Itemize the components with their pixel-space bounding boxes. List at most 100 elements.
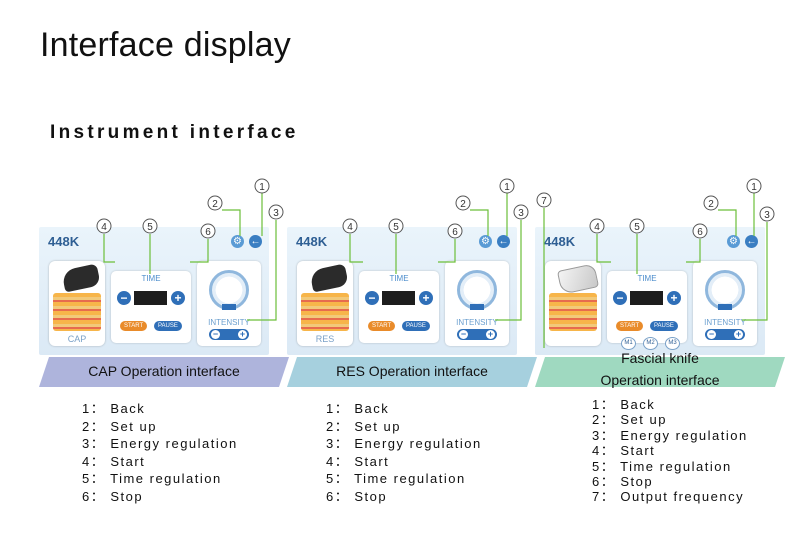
callout-5-label: 5 [634,222,640,233]
start-button[interactable]: START [368,321,396,331]
skin-layers-icon [301,293,349,331]
callout-5-label: 5 [393,222,399,233]
res-legend: 1： Back 2： Set up 3： Energy regulation 4… [326,400,482,506]
callout-1 [746,178,762,194]
legend-item: 3： Energy regulation [326,436,482,452]
legend-item: 6： Stop [592,474,654,490]
mode-m2-button[interactable]: M2 [643,337,658,350]
legend-item: 4： Start [592,443,656,459]
plus-icon[interactable]: + [486,329,495,339]
time-minus-button[interactable]: − [613,291,627,305]
res-banner: RES Operation interface [287,357,537,387]
cap-legend: 1： Back 2： Set up 3： Energy regulation 4… [82,400,238,506]
callout-6-label: 6 [452,227,458,238]
mode-m3-button[interactable]: M3 [665,337,680,350]
intensity-control: INTENSITY −+ [693,261,757,346]
fascial-banner [535,357,785,387]
callout-2-label: 2 [460,199,466,210]
callout-3 [759,206,775,222]
intensity-control: INTENSITY −+ [197,261,261,346]
cap-banner-text: CAP Operation interface [88,363,240,379]
time-label: TIME [141,274,161,283]
intensity-stepper[interactable]: −+ [457,329,497,340]
callout-5-label: 5 [147,222,153,233]
res-callouts: 4 5 6 2 1 3 [342,178,529,321]
callout-5 [142,218,158,234]
intensity-dial[interactable] [705,270,745,310]
skin-layers-icon [549,293,597,331]
callout-7 [536,192,552,208]
gear-icon[interactable]: ⚙ [727,235,740,248]
callout-2 [207,195,223,211]
gear-icon[interactable]: ⚙ [479,235,492,248]
pause-button[interactable]: PAUSE [402,321,430,331]
legend-item: 5： Time regulation [592,458,732,474]
leader-line [438,239,456,263]
callout-4-label: 4 [594,222,600,233]
leader-line [247,220,277,321]
callout-3-label: 3 [764,210,770,221]
legend-item: 1： Back [82,401,146,416]
time-plus-button[interactable]: + [667,291,681,305]
callout-4-label: 4 [347,222,353,233]
mode-thumbnail: RES [297,261,353,346]
mode-thumbnail: CAP [49,261,105,346]
legend-item: 2： Set up [592,412,667,428]
callout-2-label: 2 [212,199,218,210]
plus-icon[interactable]: + [734,329,743,339]
callout-5 [388,218,404,234]
callout-2 [455,195,471,211]
callout-6 [200,223,216,239]
callout-6-label: 6 [205,227,211,238]
back-arrow-icon[interactable]: ← [497,235,510,248]
model-label: 448K [296,234,328,249]
fascial-banner-text-line2: Operation interface [600,372,720,388]
legend-item: 1： Back [592,397,656,412]
page-title: Interface display [40,26,291,64]
callout-6 [447,223,463,239]
minus-icon[interactable]: − [459,329,468,339]
callout-4-label: 4 [101,222,107,233]
callout-1 [254,178,270,194]
legend-item: 3： Energy regulation [82,436,238,452]
intensity-display [470,304,484,310]
legend-item: 7： Output frequency [592,489,745,505]
legend-item: 2： Set up [326,418,401,434]
legend-item: 5： Time regulation [326,471,466,487]
intensity-control: INTENSITY −+ [445,261,509,346]
minus-icon[interactable]: − [707,329,716,339]
cap-panel: 448K ⚙ ← CAP TIME − + START PAUSE INTENS… [39,227,269,355]
pause-button[interactable]: PAUSE [650,321,678,331]
minus-icon[interactable]: − [211,329,220,339]
fascial-callouts: 7 4 5 6 2 1 3 [536,178,775,348]
intensity-label: INTENSITY [456,318,498,327]
thumbnail-label: RES [315,334,335,344]
callout-1-label: 1 [504,182,510,193]
mode-thumbnail [545,261,601,346]
mode-m1-button[interactable]: M1 [621,337,636,350]
callout-2-label: 2 [708,199,714,210]
callout-5 [629,218,645,234]
back-arrow-icon[interactable]: ← [249,235,262,248]
callout-1-label: 1 [751,182,757,193]
intensity-stepper[interactable]: −+ [209,329,249,340]
time-label: TIME [637,274,657,283]
skin-layers-icon [53,293,101,331]
time-minus-button[interactable]: − [365,291,379,305]
leader-line [222,209,241,236]
time-minus-button[interactable]: − [117,291,131,305]
gear-icon[interactable]: ⚙ [231,235,244,248]
time-plus-button[interactable]: + [419,291,433,305]
back-arrow-icon[interactable]: ← [745,235,758,248]
legend-item: 4： Start [326,453,390,469]
intensity-stepper[interactable]: −+ [705,329,745,340]
time-plus-button[interactable]: + [171,291,185,305]
plus-icon[interactable]: + [238,329,247,339]
time-control: TIME − + START PAUSE [111,271,191,343]
start-button[interactable]: START [616,321,644,331]
pause-button[interactable]: PAUSE [154,321,182,331]
intensity-label: INTENSITY [208,318,250,327]
legend-item: 1： Back [326,401,390,416]
start-button[interactable]: START [120,321,148,331]
